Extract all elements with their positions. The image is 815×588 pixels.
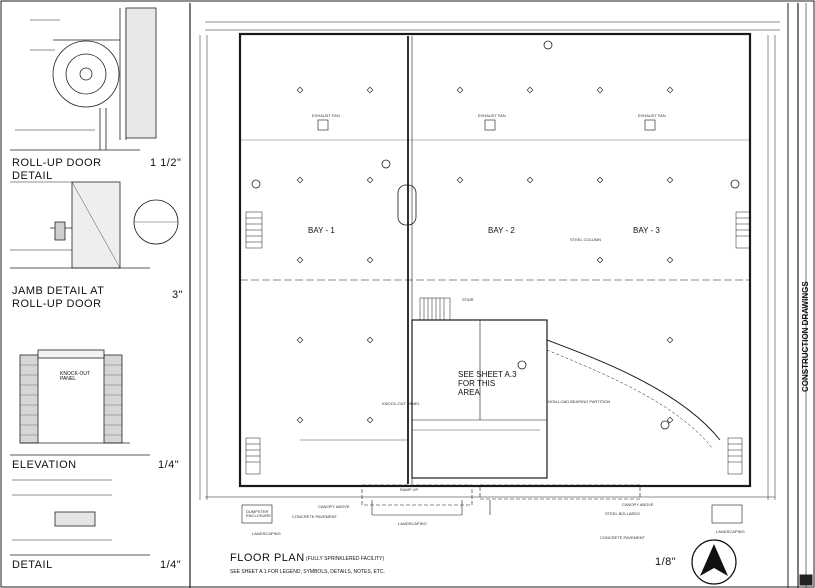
rollup-door-subtitle: DETAIL (12, 170, 53, 182)
title-block (787, 3, 813, 588)
north-arrow (691, 539, 737, 585)
jamb-detail-scale: 3" (172, 289, 184, 301)
bay-label: BAY - 3 (633, 226, 660, 235)
canopy-above-label: CANOPY ABOVE (622, 502, 654, 507)
floor-plan (199, 21, 780, 524)
canopy-above-label: CANOPY ABOVE (318, 504, 350, 509)
column-markers (296, 86, 674, 424)
canopy (361, 484, 473, 506)
detail-title: DETAIL (12, 559, 53, 571)
landscaping-label: LANDSCAPING (398, 521, 427, 526)
elevation-scale: 1/4" (158, 459, 180, 471)
steel-column-label: STEEL COLUMN (570, 237, 601, 242)
exhaust-fan-label: EXHAUST FAN (478, 113, 506, 118)
plan-scale: 1/8" (655, 556, 677, 568)
rollup-door-scale: 1 1/2" (150, 157, 182, 169)
landscaping-label: LANDSCAPING (252, 531, 281, 536)
steel-bollards-label: STEEL BOLLARDS (605, 511, 640, 516)
jamb-detail-subtitle: ROLL-UP DOOR (12, 298, 102, 310)
office-area (411, 319, 548, 479)
ramp-up-label: RAMP UP (400, 487, 419, 492)
bay-label: BAY - 1 (308, 226, 335, 235)
exhaust-fan-label: EXHAUST FAN (312, 113, 340, 118)
exhaust-fans (317, 119, 656, 131)
stair-label: STAIR (462, 297, 474, 302)
bay-label: BAY - 2 (488, 226, 515, 235)
concrete-pavement-label: CONCRETE PAVEMENT (292, 514, 337, 519)
section-markers (251, 40, 740, 430)
left-detail-panel (10, 3, 191, 588)
jamb-detail-title: JAMB DETAIL AT (12, 285, 105, 297)
plan-title: FLOOR PLAN (230, 552, 305, 564)
brick-hatch (20, 364, 122, 436)
rollup-door-title: ROLL-UP DOOR (12, 157, 102, 169)
discipline-label: CONSTRUCTION DRAWINGS (801, 281, 810, 392)
concrete-pavement-label: CONCRETE PAVEMENT (600, 535, 645, 540)
exhaust-fan-label: EXHAUST FAN (638, 113, 666, 118)
plan-note: SEE SHEET A.1 FOR LEGEND, SYMBOLS, DETAI… (230, 569, 385, 575)
landscaping-label: LANDSCAPING (716, 529, 745, 534)
knock-out-label: KNOCK-OUT PANEL (60, 371, 90, 382)
elevation-title: ELEVATION (12, 459, 77, 471)
knock-out-plan-label: KNOCK-OUT PANEL (382, 401, 420, 406)
detail-scale: 1/4" (160, 559, 182, 571)
partition-label: NON-LOAD BEARING PARTITION (548, 399, 611, 404)
building-outline (238, 32, 752, 488)
see-sheet-note: SEE SHEET A.3 FOR THIS AREA (458, 370, 517, 397)
curved-partition (546, 339, 721, 441)
dumpster-label: DUMPSTER ENCLOSURE (246, 509, 271, 518)
plan-subtitle: (FULLY SPRINKLERED FACILITY) (306, 556, 385, 562)
stair (419, 297, 451, 321)
